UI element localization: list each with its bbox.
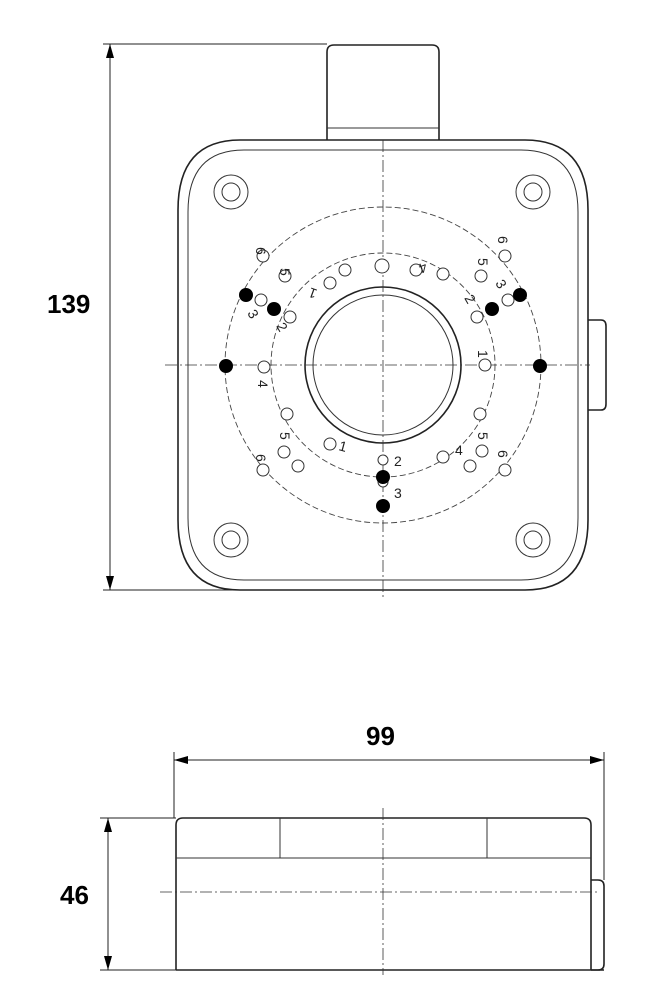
depth-dimension: 46 [60,817,176,971]
hole-top-center [374,258,390,274]
hole-right-3 [501,293,515,307]
label-right-5b: 5 [475,432,491,440]
box-inner-outline [187,149,579,581]
point-left-2 [267,302,281,316]
hole-left-5c [277,445,291,459]
width-arrow-left [174,756,188,764]
box-outer-outline [177,139,589,591]
corner-hole-br-inner [523,530,543,550]
label-bottom-1: 1 [337,437,349,455]
label-right-1: 1 [475,350,491,358]
hole-right-2 [470,310,484,324]
side-body-outline [175,817,592,970]
label-right-2: 2 [461,292,479,307]
hole-left-5b [280,407,294,421]
hole-right-5 [474,269,488,283]
label-left-5: 5 [277,268,293,276]
height-dimension: 139 [47,43,327,591]
top-cable-gland [326,44,440,140]
corner-hole-tr-inner [523,182,543,202]
corner-hole-bl-inner [221,530,241,550]
label-left-3: 3 [244,307,262,322]
point-right-1 [533,359,547,373]
point-right-2 [485,302,499,316]
point-bottom-3 [376,499,390,513]
hole-bottom-2a [377,454,389,466]
side-port [588,319,607,411]
corner-hole-bl [213,522,249,558]
point-bottom-2 [376,470,390,484]
hole-top-1a [338,263,352,277]
hole-left-2 [283,310,297,324]
hole-top-1 [323,276,337,290]
hole-left-6b [256,463,270,477]
hole-left-5 [278,269,292,283]
label-left-6: 6 [253,247,269,255]
label-top-1: 1 [306,284,319,302]
hole-bottom-4 [436,450,450,464]
label-left-6b: 6 [253,454,269,462]
label-right-5: 5 [475,258,491,266]
hole-right-1 [478,358,492,372]
hole-right-5b [473,407,487,421]
corner-hole-br [515,522,551,558]
small-mounting-holes [254,249,515,488]
hole-right-5c [475,444,489,458]
width-dimension: 99 [173,721,605,880]
label-right-4: 4 [455,442,463,458]
side-view: 99 46 [60,721,605,975]
hole-right-6 [498,249,512,263]
depth-arrow-bottom [104,956,112,970]
hole-top-4 [436,267,450,281]
height-label: 139 [47,289,90,319]
top-view: 6 5 3 2 4 5 6 1 4 6 5 3 2 1 5 4 6 1 2 3 [47,43,607,600]
point-right-3 [513,288,527,302]
hole-right-5d [463,459,477,473]
hole-left-6 [256,249,270,263]
hole-bottom-1 [323,437,337,451]
filled-mounting-points [219,288,547,513]
label-left-4: 4 [255,380,271,388]
width-label: 99 [366,721,395,751]
depth-arrow-top [104,818,112,832]
hole-right-6b [498,463,512,477]
label-right-6b: 6 [495,450,511,458]
height-arrow-bottom [106,576,114,590]
label-left-5b: 5 [277,432,293,440]
label-left-2: 2 [273,320,291,335]
point-left-3 [239,288,253,302]
hole-top-4a [409,263,423,277]
label-right-3: 3 [492,277,510,292]
label-bottom-3: 3 [394,485,402,501]
label-right-6: 6 [495,236,511,244]
hole-left-5d [291,459,305,473]
label-bottom-2: 2 [394,453,402,469]
point-left-4 [219,359,233,373]
corner-hole-tr [515,174,551,210]
hole-left-4 [257,360,271,374]
corner-hole-tl-inner [221,182,241,202]
depth-label: 46 [60,880,89,910]
width-arrow-right [590,756,604,764]
corner-screw-holes [213,174,551,558]
hole-left-3 [254,293,268,307]
height-arrow-top [106,44,114,58]
side-view-port [591,879,605,971]
corner-hole-tl [213,174,249,210]
